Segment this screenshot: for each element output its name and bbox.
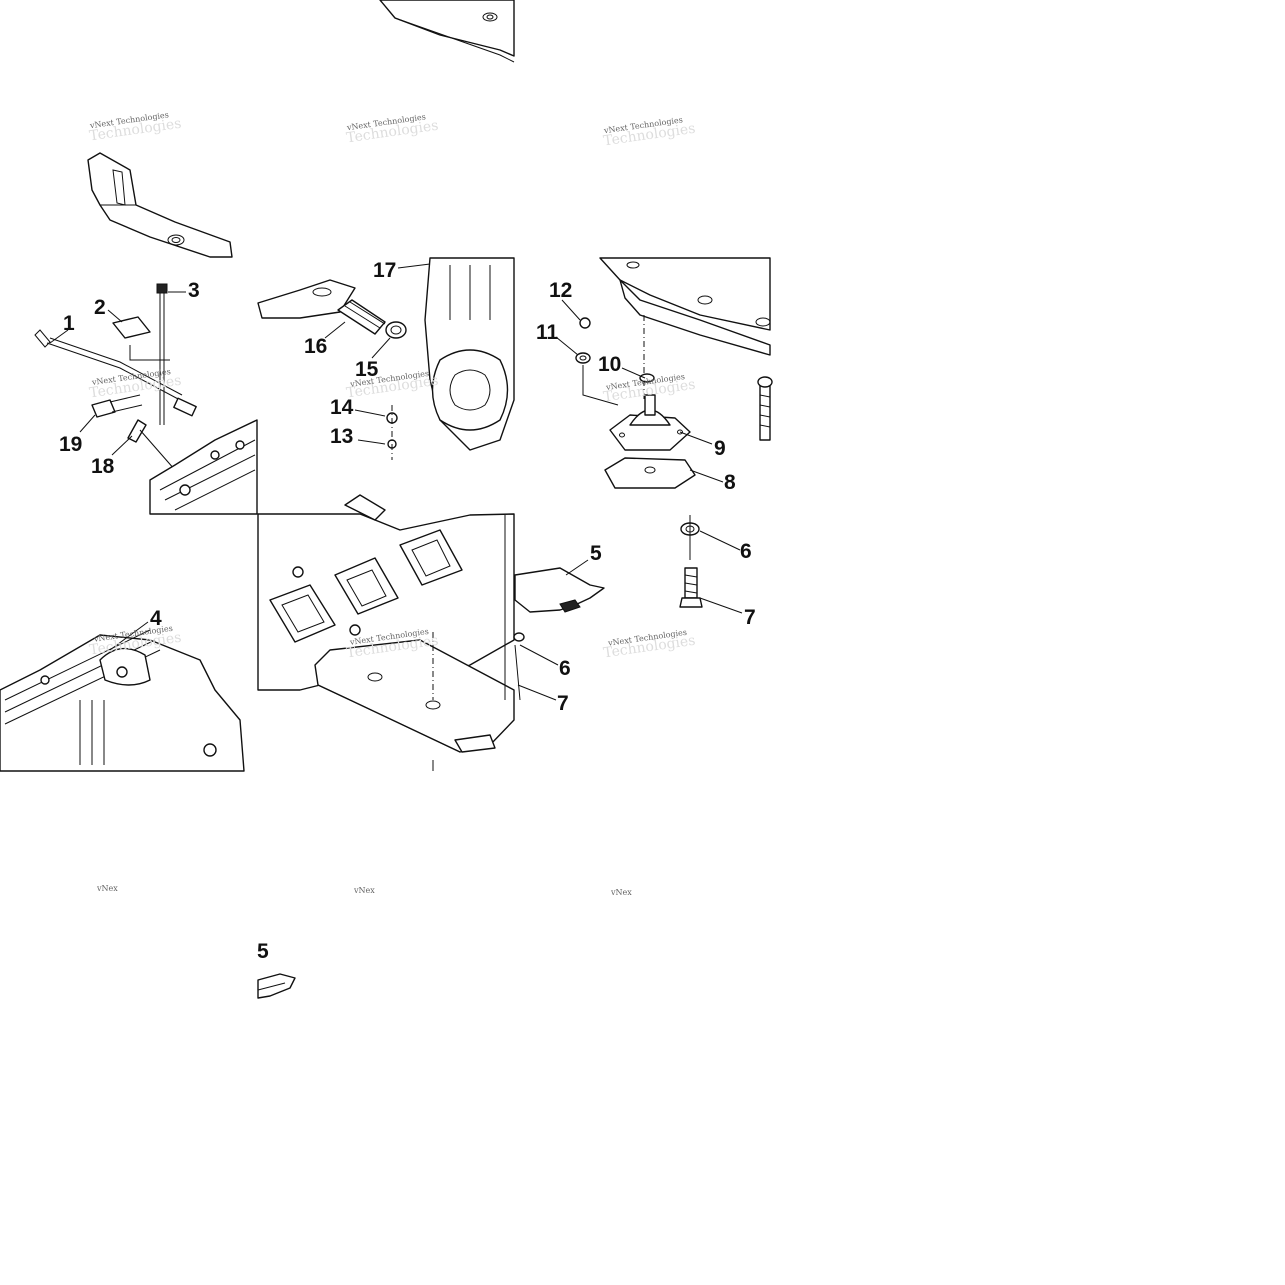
callout-7-lower: 7 (557, 692, 569, 715)
callout-labels: 1 2 3 4 5 6 7 8 9 10 11 12 13 14 15 16 1… (59, 259, 756, 963)
reed-cage-assembly (257, 494, 515, 691)
cable-assembly (34, 283, 197, 471)
watermark-fragment-3: vNex (610, 888, 632, 897)
leader-lines (49, 263, 743, 701)
callout-9: 9 (714, 437, 726, 460)
engine-mount (575, 317, 773, 489)
callout-15: 15 (355, 358, 379, 381)
callout-16: 16 (304, 335, 327, 358)
callout-11: 11 (536, 321, 559, 344)
callout-19: 19 (59, 433, 82, 456)
watermark-3: Technologies vNext Technologies (602, 115, 696, 149)
callout-1: 1 (63, 312, 75, 335)
mounting-plate-top-fragment (379, 0, 515, 63)
callout-18: 18 (91, 455, 115, 478)
callout-3: 3 (188, 279, 200, 302)
callout-5-bottom: 5 (257, 940, 269, 963)
engine-case-center (386, 257, 515, 460)
bracket-fragment-bottom (257, 973, 296, 999)
callout-7: 7 (744, 606, 756, 629)
watermark-9: Technologies vNext Technologies (602, 628, 696, 662)
callout-6: 6 (740, 540, 752, 563)
watermark-fragment-2: vNex (353, 886, 375, 895)
callout-10: 10 (598, 353, 621, 376)
callout-17: 17 (373, 259, 396, 282)
motor-bracket-left (87, 152, 233, 258)
frame-rail-right (599, 257, 771, 400)
callout-12: 12 (549, 279, 572, 302)
callout-13: 13 (330, 425, 353, 448)
engine-head-left (149, 419, 258, 515)
callout-2: 2 (94, 296, 106, 319)
watermark-2: Technologies vNext Technologies (345, 112, 439, 146)
callout-5: 5 (590, 542, 602, 565)
mounting-plate-center (314, 515, 515, 771)
watermark-fragment-1: vNex (96, 884, 118, 893)
callout-6-lower: 6 (559, 657, 571, 680)
bracket-right-lower (513, 515, 703, 701)
callout-14: 14 (330, 396, 354, 419)
watermark-1: Technologies vNext Technologies (88, 110, 182, 144)
callout-4: 4 (150, 607, 162, 630)
intake-manifold (257, 279, 407, 339)
engine-head-lower-left (0, 629, 245, 772)
callout-8: 8 (724, 471, 736, 494)
